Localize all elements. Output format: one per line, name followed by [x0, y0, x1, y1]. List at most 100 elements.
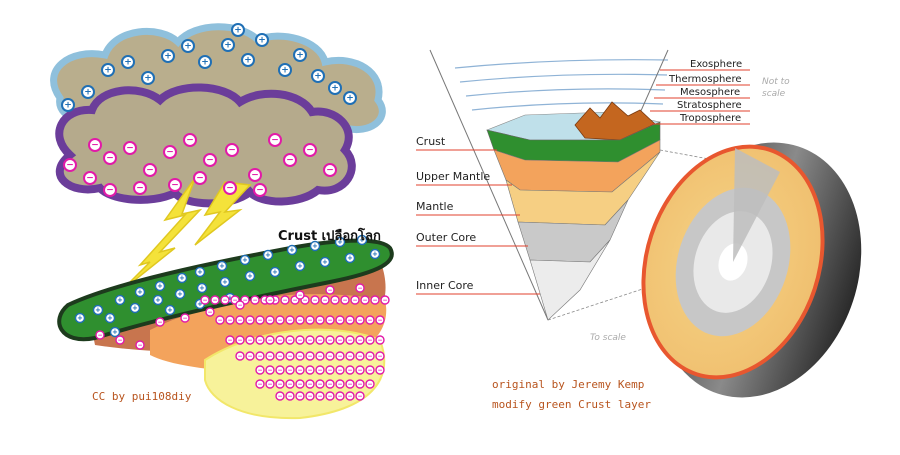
negative-charge-sign: − [317, 353, 322, 360]
negative-charge-sign: − [182, 315, 187, 322]
negative-charge-sign: − [136, 184, 144, 194]
positive-charge-sign: + [247, 272, 253, 280]
negative-charge [335, 379, 345, 389]
negative-charge-sign: − [327, 367, 332, 374]
label-outer-core: Outer Core [416, 231, 476, 244]
lower-cloud [55, 83, 356, 208]
positive-charge-sign: + [164, 52, 172, 62]
negative-charge [305, 379, 315, 389]
negative-charge [305, 365, 315, 375]
negative-charge-sign: − [277, 393, 282, 400]
positive-charge-sign: + [359, 236, 365, 244]
positive-charge-sign: + [296, 51, 304, 61]
negative-charge-sign: − [377, 317, 382, 324]
negative-charge [365, 335, 375, 345]
negative-charge [325, 335, 335, 345]
positive-charge [61, 98, 75, 112]
negative-charge [295, 335, 305, 345]
negative-charge [255, 335, 265, 345]
negative-charge-sign: − [352, 297, 357, 304]
negative-charge-sign: − [106, 186, 114, 196]
negative-charges: −−−−−−−−−−−−−−−−−−−−−−−−−−−−−−−−−−−−−−−−… [63, 133, 390, 401]
negative-charge-sign: − [317, 393, 322, 400]
positive-charge [344, 252, 356, 264]
positive-charge-sign: + [312, 242, 318, 250]
positive-charge-sign: + [322, 258, 328, 266]
negative-charge-sign: − [267, 353, 272, 360]
negative-charge [285, 379, 295, 389]
positive-charge [239, 254, 251, 266]
negative-charge-sign: − [317, 317, 322, 324]
negative-charge-sign: − [287, 337, 292, 344]
negative-charge-sign: − [227, 337, 232, 344]
negative-charge-sign: − [287, 393, 292, 400]
positive-charge [196, 282, 208, 294]
negative-charge-sign: − [297, 337, 302, 344]
positive-charge [194, 266, 206, 278]
negative-charge-sign: − [137, 342, 142, 349]
positive-charge-sign: + [227, 294, 233, 302]
negative-charge-sign: − [297, 317, 302, 324]
negative-charge-sign: − [256, 186, 264, 196]
positive-charge-sign: + [177, 290, 183, 298]
positive-charge-sign: + [179, 274, 185, 282]
negative-charge [235, 300, 245, 310]
negative-charge-sign: − [267, 297, 272, 304]
positive-charge-sign: + [346, 94, 354, 104]
negative-charge [295, 351, 305, 361]
negative-charge [268, 133, 282, 147]
negative-charge-sign: − [267, 317, 272, 324]
positive-charge-sign: + [258, 36, 266, 46]
positive-charge [92, 304, 104, 316]
positive-charge-sign: + [289, 246, 295, 254]
negative-charge [305, 335, 315, 345]
negative-charge-sign: − [227, 317, 232, 324]
negative-charge [235, 335, 245, 345]
negative-charge-sign: − [257, 381, 262, 388]
negative-charge [250, 295, 260, 305]
positive-charge [255, 33, 269, 47]
positive-charge [154, 280, 166, 292]
positive-charge [286, 244, 298, 256]
positive-charge [121, 55, 135, 69]
negative-charge [265, 295, 275, 305]
negative-charge [123, 141, 137, 155]
negative-charge [335, 315, 345, 325]
negative-charge-sign: − [228, 146, 236, 156]
positive-charge [231, 23, 245, 37]
negative-charge-sign: − [297, 353, 302, 360]
negative-charge-sign: − [237, 353, 242, 360]
negative-charge [315, 351, 325, 361]
positive-charge [181, 39, 195, 53]
negative-charge-sign: − [292, 297, 297, 304]
positive-charge [141, 71, 155, 85]
negative-charge-sign: − [377, 337, 382, 344]
positive-charge-sign: + [107, 314, 113, 322]
negative-charge-sign: − [277, 353, 282, 360]
atmosphere-arcs [454, 59, 669, 111]
negative-charge-sign: − [282, 297, 287, 304]
negative-charge [360, 295, 370, 305]
positive-charge [216, 260, 228, 272]
negative-charge [255, 379, 265, 389]
negative-charge-sign: − [327, 393, 332, 400]
negative-charge-sign: − [212, 297, 217, 304]
negative-charge [315, 335, 325, 345]
negative-charge-sign: − [342, 297, 347, 304]
negative-charge [365, 365, 375, 375]
negative-charge [305, 391, 315, 401]
not-to-scale-line1: Not to [762, 77, 790, 87]
negative-charge [345, 351, 355, 361]
negative-charge-sign: − [277, 337, 282, 344]
negative-charge [88, 138, 102, 152]
negative-charge [335, 365, 345, 375]
negative-charge [380, 295, 390, 305]
positive-charge [262, 249, 274, 261]
positive-charge [134, 286, 146, 298]
layer-labels: Crust Upper Mantle Mantle Outer Core Inn… [416, 135, 540, 295]
positive-charge [174, 288, 186, 300]
negative-charge-sign: − [196, 174, 204, 184]
positive-charge-sign: + [242, 256, 248, 264]
positive-charge-sign: + [95, 306, 101, 314]
